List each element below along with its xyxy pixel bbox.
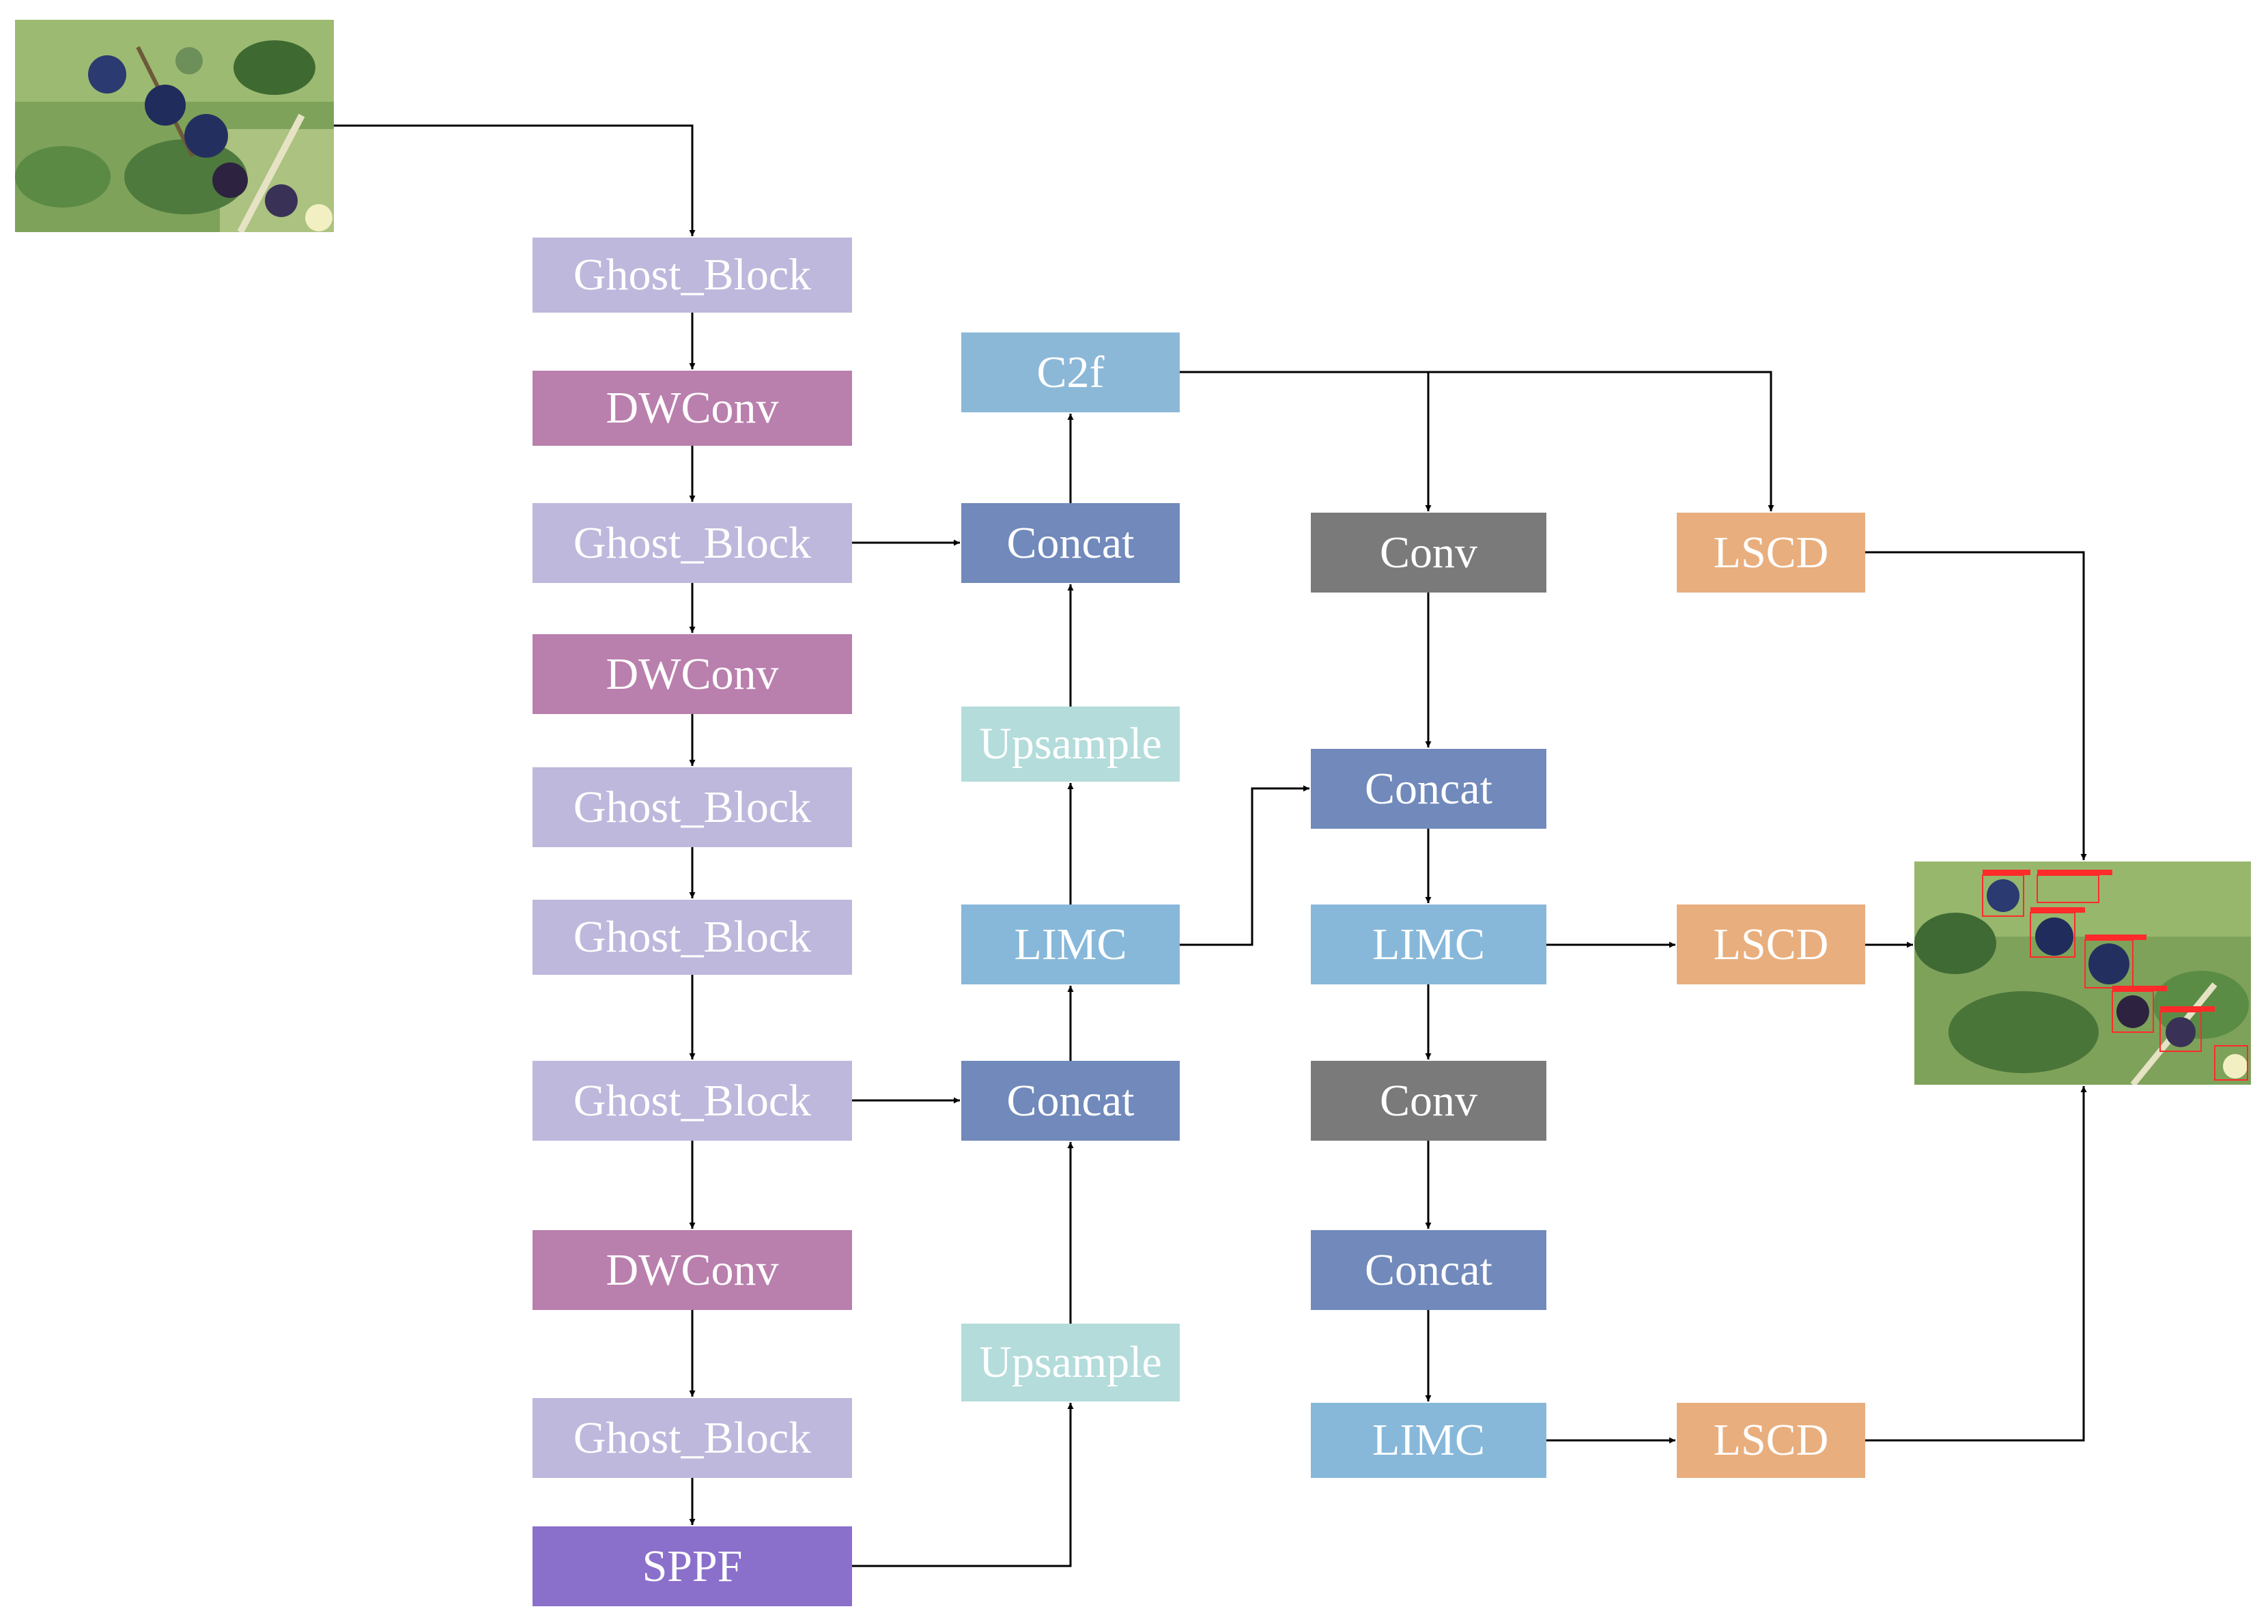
arrow-limc-1-to-concat-3: [1180, 785, 1309, 946]
upsample-2: Upsample: [961, 1324, 1180, 1401]
concat-4: Concat: [1311, 1230, 1546, 1310]
lscd-1: LSCD: [1677, 513, 1865, 593]
arrow-c2f-to-lscd-1: [1428, 371, 1774, 511]
conv-1: Conv: [1311, 513, 1546, 593]
concat-2: Concat: [961, 1061, 1180, 1141]
arrow-lscd-3-to-output: [1865, 1086, 2087, 1442]
arrow-sppf-to-upsample-2: [852, 1403, 1074, 1567]
sppf: SPPF: [533, 1526, 852, 1606]
limc-2: LIMC: [1311, 904, 1546, 984]
dwconv-1: DWConv: [533, 371, 852, 446]
lscd-2: LSCD: [1677, 904, 1865, 984]
conv-2: Conv: [1311, 1061, 1546, 1141]
ghost-block-2: Ghost_Block: [533, 503, 852, 583]
output-image: [1914, 861, 2251, 1085]
ghost-block-4: Ghost_Block: [533, 900, 852, 975]
dwconv-2: DWConv: [533, 634, 852, 714]
upsample-1: Upsample: [961, 707, 1180, 782]
c2f: C2f: [961, 332, 1180, 412]
concat-3: Concat: [1311, 749, 1546, 829]
blueberry-detection-photo-icon: [1914, 861, 2251, 1085]
ghost-block-5: Ghost_Block: [533, 1061, 852, 1141]
arrow-input-to-ghost-block-1: [334, 124, 696, 236]
ghost-block-6: Ghost_Block: [533, 1398, 852, 1478]
limc-3: LIMC: [1311, 1403, 1546, 1478]
arrow-c2f-to-conv-1: [1180, 371, 1432, 511]
concat-1: Concat: [961, 503, 1180, 583]
arrow-lscd-1-to-output: [1865, 551, 2087, 860]
ghost-block-1: Ghost_Block: [533, 238, 852, 313]
input-image: [15, 20, 334, 232]
limc-1: LIMC: [961, 904, 1180, 984]
lscd-3: LSCD: [1677, 1403, 1865, 1478]
blueberry-photo-icon: [15, 20, 334, 232]
dwconv-3: DWConv: [533, 1230, 852, 1310]
ghost-block-3: Ghost_Block: [533, 767, 852, 847]
